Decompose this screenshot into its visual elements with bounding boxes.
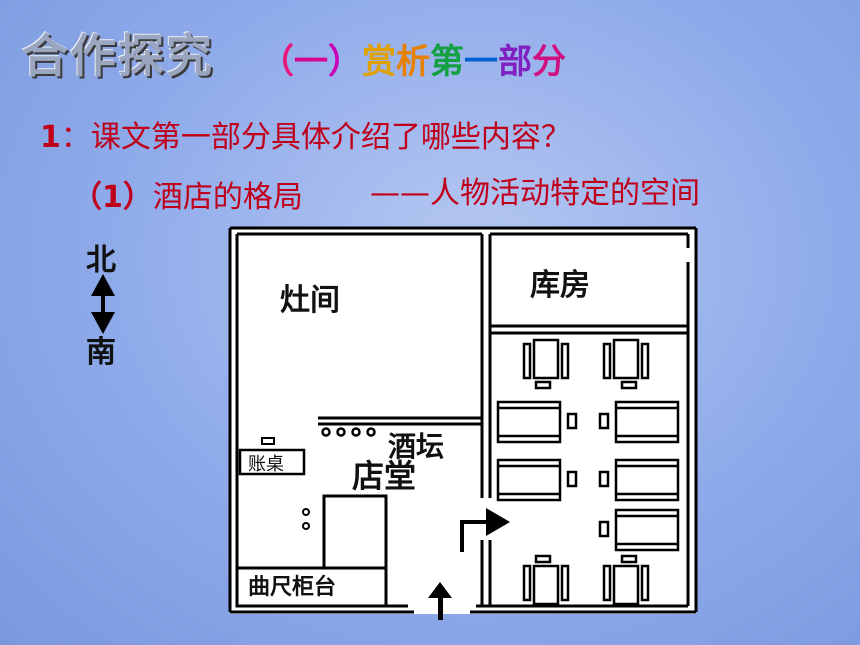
title-sub-char: 分 bbox=[532, 42, 566, 82]
label-counter: 曲尺柜台 bbox=[248, 574, 336, 600]
title-sub-char: 析 bbox=[396, 42, 430, 82]
question-number: 1 bbox=[40, 120, 61, 155]
title-sub-char: 一 bbox=[294, 42, 328, 82]
point-desc: 人物活动特定的空间 bbox=[430, 176, 700, 211]
title-sub: （一）赏析第一部分 bbox=[260, 34, 566, 83]
compass-north: 北 bbox=[86, 243, 116, 278]
entrance-arrow-icon bbox=[428, 582, 452, 620]
title-sub-char: ） bbox=[328, 42, 362, 82]
wine-jars bbox=[321, 427, 376, 437]
title-sub-char: 一 bbox=[464, 42, 498, 82]
label-storage: 库房 bbox=[530, 268, 590, 303]
point-dash: —— bbox=[370, 176, 430, 211]
label-kitchen: 灶间 bbox=[280, 283, 340, 318]
arrow-down-icon bbox=[91, 312, 115, 334]
label-hall: 店堂 bbox=[352, 457, 416, 495]
furniture bbox=[496, 338, 680, 606]
stools bbox=[302, 508, 310, 530]
title-sub-char: （ bbox=[260, 42, 294, 82]
point-1: （1）酒店的格局 bbox=[72, 172, 303, 216]
label-ledger-desk: 账桌 bbox=[248, 454, 284, 475]
counter bbox=[235, 494, 388, 608]
label-wine-jars: 酒坛 bbox=[388, 430, 444, 463]
question-text: ：课文第一部分具体介绍了哪些内容？ bbox=[60, 120, 571, 155]
compass: 北 南 bbox=[86, 243, 116, 370]
title-main: 合作探究 bbox=[22, 29, 214, 83]
point-1-desc: ——人物活动特定的空间 bbox=[370, 168, 700, 212]
point-number: （1） bbox=[72, 180, 153, 215]
turn-arrow-icon bbox=[460, 508, 510, 552]
title-sub-char: 第 bbox=[430, 42, 464, 82]
ledger-desk bbox=[238, 448, 306, 476]
compass-south: 南 bbox=[86, 335, 116, 370]
point-text: 酒店的格局 bbox=[152, 180, 303, 215]
arrow-up-icon bbox=[91, 274, 115, 296]
question-1: 1：课文第一部分具体介绍了哪些内容？ bbox=[40, 112, 571, 156]
title-sub-char: 赏 bbox=[362, 42, 396, 82]
title-sub-char: 部 bbox=[498, 42, 532, 82]
